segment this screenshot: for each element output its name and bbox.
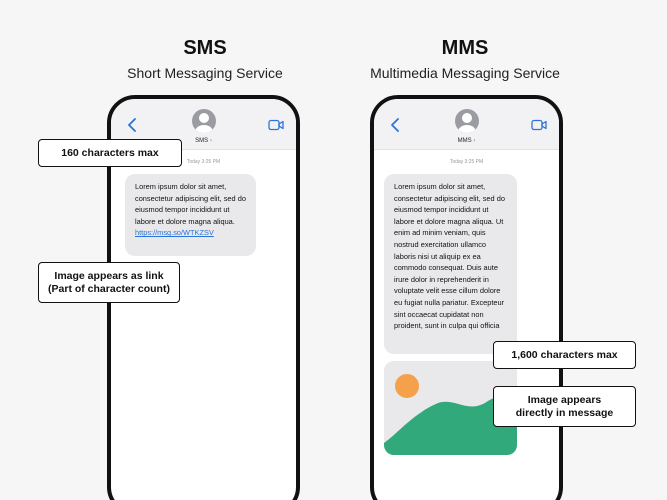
chevron-right-icon: › [209, 138, 212, 144]
chevron-right-icon: › [473, 138, 476, 144]
sms-image-callout-line2: (Part of character count) [48, 282, 170, 295]
mms-image-attachment[interactable] [384, 361, 517, 455]
video-camera-icon[interactable] [268, 119, 284, 131]
sms-message-text: Lorem ipsum dolor sit amet, consectetur … [135, 182, 246, 226]
sms-subtitle: Short Messaging Service [127, 65, 283, 81]
landscape-image-icon [384, 361, 517, 455]
person-icon[interactable] [191, 109, 216, 133]
sms-contact-name[interactable]: SMS › [111, 137, 296, 145]
sms-character-limit-text: 160 characters max [61, 146, 159, 159]
mms-heading: MMS Multimedia Messaging Service [352, 36, 578, 82]
mms-phone-mockup: MMS › Today 3:25 PM Lorem ipsum dolor si… [370, 95, 563, 500]
sms-contact-label: SMS [195, 138, 209, 144]
mms-contact-label: MMS [457, 138, 472, 144]
mms-title: MMS [441, 37, 489, 59]
mms-timestamp: Today 3:25 PM [449, 159, 484, 165]
sms-timestamp: Today 3:25 PM [186, 159, 221, 165]
mms-contact-name[interactable]: MMS › [374, 137, 559, 145]
mms-image-direct-callout: Image appears directly in message [493, 386, 636, 427]
mms-message-text: Lorem ipsum dolor sit amet, consectetur … [394, 182, 505, 331]
sms-title: SMS [183, 37, 227, 59]
mms-subtitle: Multimedia Messaging Service [370, 65, 560, 81]
sms-heading: SMS Short Messaging Service [105, 36, 305, 82]
sms-character-limit-callout: 160 characters max [38, 139, 182, 167]
chevron-left-icon[interactable] [125, 117, 139, 133]
mms-character-limit-text: 1,600 characters max [511, 348, 618, 361]
sms-image-link-callout: Image appears as link (Part of character… [38, 262, 180, 303]
mms-character-limit-callout: 1,600 characters max [493, 341, 636, 369]
person-icon[interactable] [454, 109, 479, 133]
mms-image-callout-line1: Image appears [527, 393, 602, 406]
mms-image-callout-line2: directly in message [515, 406, 614, 419]
sms-image-link[interactable]: https://msg.so/WTKZSV [135, 228, 214, 238]
video-camera-icon[interactable] [531, 119, 547, 131]
sms-message-bubble: Lorem ipsum dolor sit amet, consectetur … [125, 174, 256, 256]
mms-conversation-header: MMS › [374, 99, 559, 150]
mms-message-bubble: Lorem ipsum dolor sit amet, consectetur … [384, 174, 517, 354]
sms-image-callout-line1: Image appears as link [54, 269, 164, 282]
chevron-left-icon[interactable] [388, 117, 402, 133]
sms-conversation-header: SMS › [111, 99, 296, 150]
